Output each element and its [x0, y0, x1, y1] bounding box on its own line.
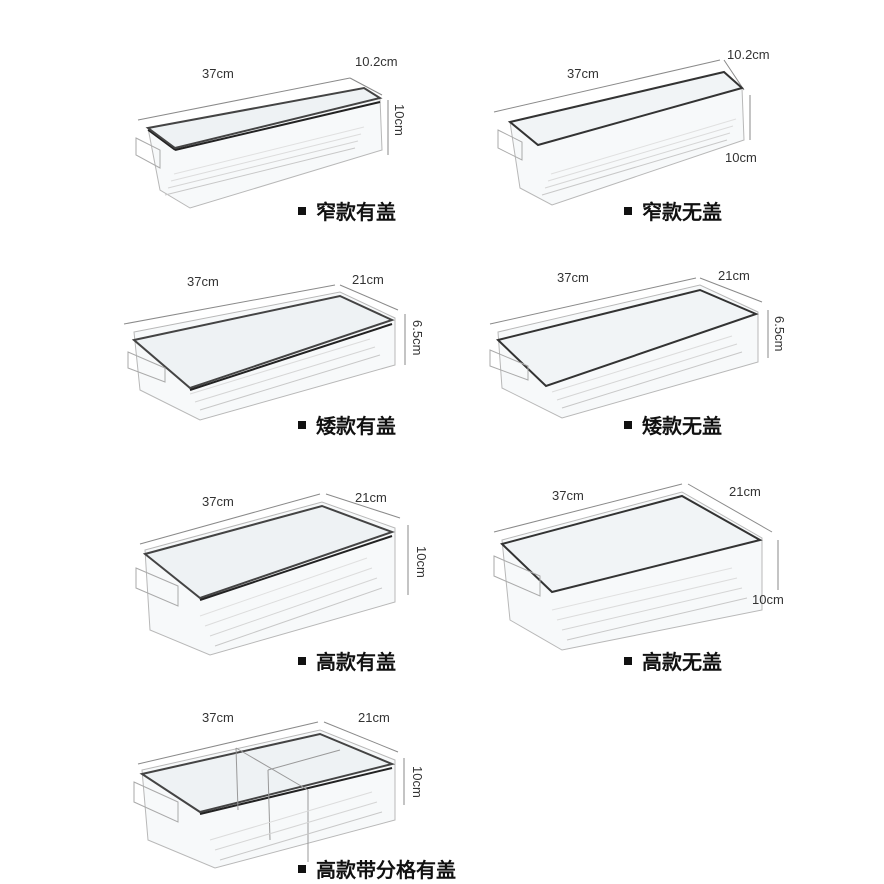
caption-text: 窄款无盖	[642, 200, 722, 224]
height-label: 10cm	[725, 150, 757, 165]
caption-text: 窄款有盖	[316, 200, 396, 224]
width-label: 21cm	[718, 268, 750, 283]
length-label: 37cm	[557, 270, 589, 285]
low-open-box-illustration	[489, 277, 769, 419]
height-label: 10cm	[414, 546, 429, 578]
bullet-icon	[298, 206, 306, 215]
caption: 窄款有盖	[298, 196, 396, 225]
bullet-icon	[624, 206, 632, 215]
bullet-icon	[298, 420, 306, 429]
tall-divided-box-illustration	[133, 721, 405, 869]
width-label: 10.2cm	[355, 54, 398, 69]
caption-text: 高款带分格有盖	[316, 858, 456, 882]
width-label: 21cm	[729, 484, 761, 499]
caption: 矮款有盖	[298, 410, 396, 439]
caption-text: 矮款有盖	[316, 414, 396, 438]
low-lid-box-illustration	[123, 284, 406, 421]
height-label: 10cm	[752, 592, 784, 607]
caption-text: 高款有盖	[316, 650, 396, 674]
product-narrow-lid: 37cm 10.2cm 10cm 窄款有盖	[0, 0, 442, 240]
caption-text: 高款无盖	[642, 650, 722, 674]
bullet-icon	[624, 420, 632, 429]
length-label: 37cm	[552, 488, 584, 503]
caption: 高款有盖	[298, 646, 396, 675]
width-label: 10.2cm	[727, 47, 770, 62]
caption: 矮款无盖	[624, 410, 722, 439]
height-label: 10cm	[410, 766, 425, 798]
length-label: 37cm	[202, 66, 234, 81]
width-label: 21cm	[358, 710, 390, 725]
height-label: 6.5cm	[772, 316, 787, 352]
caption-text: 矮款无盖	[642, 414, 722, 438]
narrow-lid-box-illustration	[135, 77, 389, 209]
caption: 高款无盖	[624, 646, 722, 675]
bullet-icon	[624, 656, 632, 665]
length-label: 37cm	[187, 274, 219, 289]
product-tall-lid: 37cm 21cm 10cm 高款有盖	[0, 470, 442, 690]
product-low-lid: 37cm 21cm 6.5cm 矮款有盖	[0, 240, 442, 470]
product-tall-open: 37cm 21cm 10cm 高款无盖	[442, 470, 884, 690]
bullet-icon	[298, 864, 306, 873]
width-label: 21cm	[352, 272, 384, 287]
tall-open-box-illustration	[493, 483, 779, 651]
product-tall-divided-lid: 37cm 21cm 10cm 高款带分格有盖	[0, 690, 600, 884]
product-narrow-open: 37cm 10.2cm 10cm 窄款无盖	[442, 0, 884, 240]
length-label: 37cm	[202, 710, 234, 725]
narrow-open-box-illustration	[493, 59, 751, 206]
caption: 窄款无盖	[624, 196, 722, 225]
tall-lid-box-illustration	[135, 493, 409, 656]
height-label: 10cm	[392, 104, 407, 136]
caption: 高款带分格有盖	[298, 854, 456, 883]
bullet-icon	[298, 656, 306, 665]
height-label: 6.5cm	[410, 320, 425, 356]
product-low-open: 37cm 21cm 6.5cm 矮款无盖	[442, 240, 884, 470]
width-label: 21cm	[355, 490, 387, 505]
length-label: 37cm	[202, 494, 234, 509]
length-label: 37cm	[567, 66, 599, 81]
